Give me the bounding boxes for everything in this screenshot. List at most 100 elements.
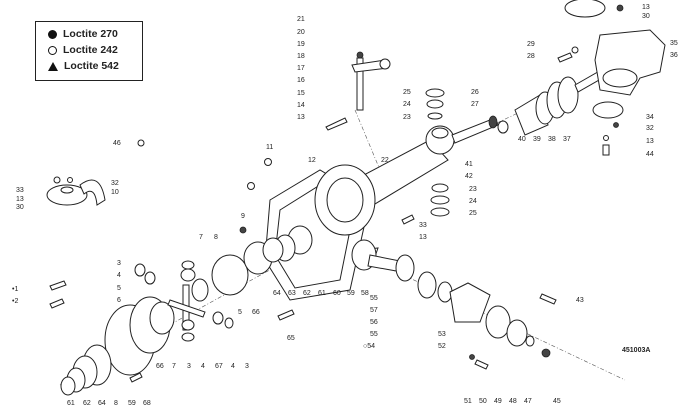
callout-label: 12 (308, 157, 316, 164)
callout-label: 55 (370, 295, 378, 302)
kingpin-bearing-stack-top (425, 88, 445, 120)
output-shaft-assembly (351, 214, 557, 370)
callout-label: 35 (670, 40, 678, 47)
callout-label: 43 (576, 297, 584, 304)
callout-label: 23 (403, 114, 411, 121)
bolt-65 (277, 309, 295, 321)
callout-label: 46 (113, 140, 121, 147)
callout-label: 29 (527, 41, 535, 48)
callout-label: 64 (98, 400, 106, 407)
callout-label: 63 (288, 290, 296, 297)
callout-label: 3 (187, 363, 191, 370)
callout-label: 5 (238, 309, 242, 316)
callout-label: 23 (469, 186, 477, 193)
callout-label: ○54 (363, 343, 375, 350)
callout-label: 45 (553, 398, 561, 405)
callout-label: 30 (16, 204, 24, 211)
kingpin-centerline (354, 109, 381, 171)
callout-label: 7 (172, 363, 176, 370)
callout-label: 56 (370, 319, 378, 326)
callout-label: 34 (646, 114, 654, 121)
legend-label: Loctite 270 (63, 28, 118, 40)
callout-label: 53 (438, 331, 446, 338)
callout-label: 6 (117, 297, 121, 304)
callout-label: 28 (527, 53, 535, 60)
legend-item-loctite-270: Loctite 270 (48, 28, 118, 40)
callout-label: 47 (524, 398, 532, 405)
callout-label: 30 (642, 13, 650, 20)
plug-11 (264, 158, 272, 166)
pin-68 (129, 372, 143, 383)
callout-label: 61 (67, 400, 75, 407)
callout-label: 9 (241, 213, 245, 220)
callout-label: 24 (403, 101, 411, 108)
left-bearing-stack (60, 344, 112, 396)
callout-label: 11 (266, 144, 273, 151)
callout-label: 21 (297, 16, 305, 23)
steering-arm (351, 51, 391, 111)
callout-label: 25 (469, 210, 477, 217)
callout-label: 67 (215, 363, 223, 370)
callout-label: 66 (156, 363, 164, 370)
callout-label: 36 (670, 52, 678, 59)
callout-label: 44 (646, 151, 654, 158)
callout-label: 13 (642, 4, 650, 11)
callout-label: 3 (245, 363, 249, 370)
callout-label: 57 (370, 307, 378, 314)
callout-label: 66 (252, 309, 260, 316)
callout-label: 61 (318, 290, 326, 297)
callout-label: 50 (479, 398, 487, 405)
callout-label: 25 (403, 89, 411, 96)
callout-label: 40 (518, 136, 526, 143)
filled-circle-icon (48, 29, 57, 39)
legend-item-loctite-242: Loctite 242 (48, 44, 118, 56)
callout-label: 59 (347, 290, 355, 297)
kingpin-bearing-stack-bottom (430, 183, 450, 217)
differential-gears (104, 237, 284, 376)
callout-label: 27 (471, 101, 479, 108)
side-flange-assembly (46, 176, 106, 206)
plug-11b (247, 182, 255, 190)
loctite-legend: Loctite 270 Loctite 242 Loctite 542 (35, 21, 143, 81)
callout-label: 38 (548, 136, 556, 143)
callout-label: 51 (464, 398, 472, 405)
callout-label: 58 (361, 290, 369, 297)
callout-label: 42 (465, 173, 473, 180)
callout-label: 17 (297, 65, 305, 72)
callout-label: 4 (117, 272, 121, 279)
differential-housing (264, 164, 376, 301)
callout-label: 18 (297, 53, 305, 60)
callout-label: 20 (297, 29, 305, 36)
legend-label: Loctite 542 (64, 60, 119, 72)
callout-label: 15 (297, 90, 305, 97)
callout-label: 26 (471, 89, 479, 96)
bolt-2 (49, 298, 65, 309)
callout-label: 19 (297, 41, 305, 48)
callout-label: 55 (370, 331, 378, 338)
callout-label: •1 (12, 286, 18, 293)
legend-label: Loctite 242 (63, 44, 118, 56)
callout-label: 64 (273, 290, 281, 297)
callout-label: 32 (111, 180, 119, 187)
callout-label: 16 (297, 77, 305, 84)
callout-label: 13 (297, 114, 305, 121)
callout-label: 65 (287, 335, 295, 342)
callout-label: 8 (114, 400, 118, 407)
callout-label: 59 (128, 400, 136, 407)
callout-label: 62 (303, 290, 311, 297)
callout-label: 10 (111, 189, 119, 196)
callout-label: 60 (333, 290, 341, 297)
drawing-code: 451003A (622, 347, 651, 354)
legend-item-loctite-542: Loctite 542 (48, 60, 119, 72)
callout-label: 13 (646, 138, 654, 145)
callout-label: 33 (16, 187, 24, 194)
callout-label: 37 (563, 136, 571, 143)
callout-label: 62 (83, 400, 91, 407)
callout-label: 13 (16, 196, 24, 203)
callout-label: 4 (201, 363, 205, 370)
callout-label: •2 (12, 298, 18, 305)
callout-labels: 2120191817161514134611123313303210133029… (12, 4, 678, 407)
bolt-1 (49, 280, 67, 291)
output-shaft-centerline (339, 244, 626, 381)
